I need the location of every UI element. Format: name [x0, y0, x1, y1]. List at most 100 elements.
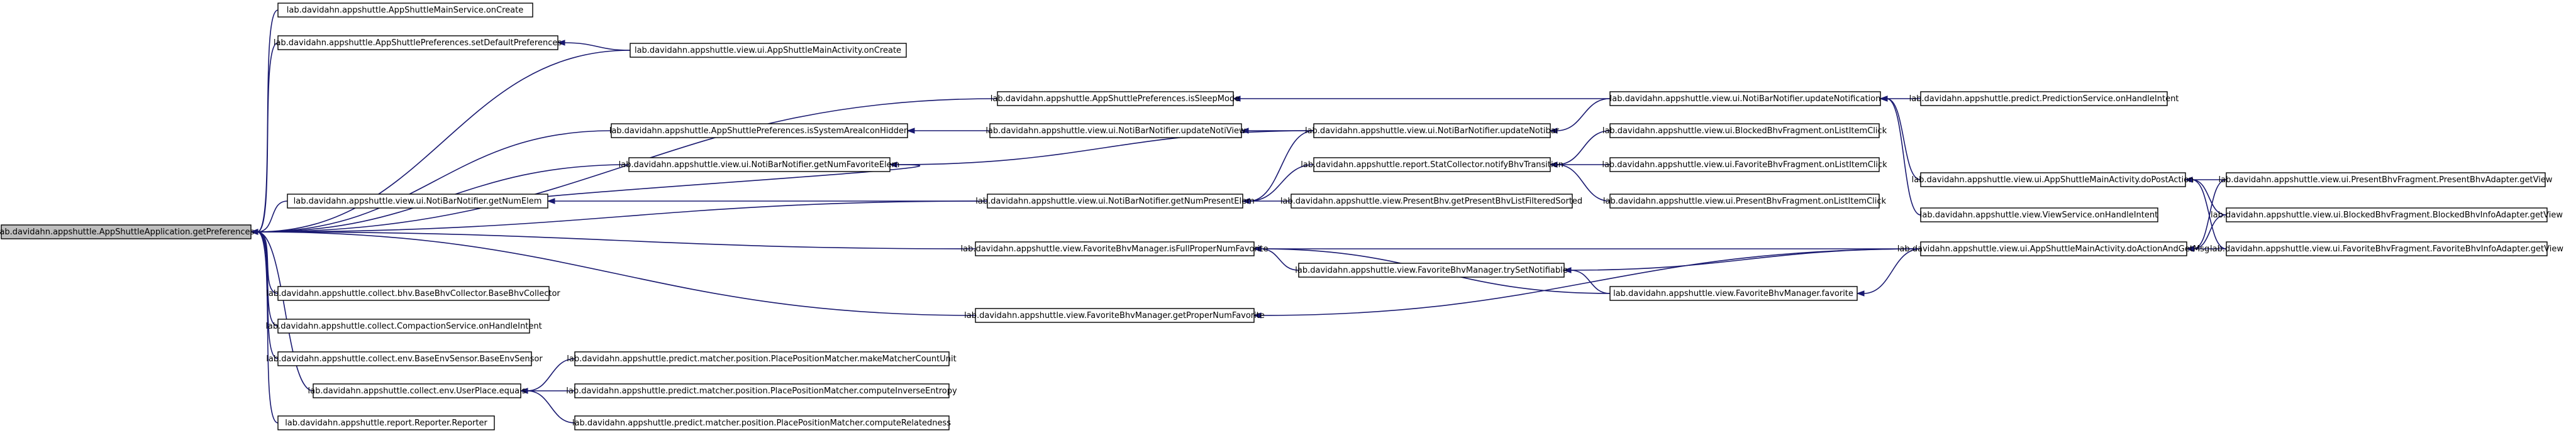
arrowhead [1253, 246, 1262, 252]
node-root[interactable]: lab.davidahn.appshuttle.AppShuttleApplic… [0, 224, 254, 239]
edge-line [257, 231, 314, 391]
arrowhead [1232, 96, 1241, 102]
node-fbm-getproper[interactable]: lab.davidahn.appshuttle.view.FavoriteBhv… [964, 308, 1265, 323]
call-edge [1253, 246, 1299, 271]
node-prediction-onhandle[interactable]: lab.davidahn.appshuttle.predict.Predicti… [1909, 91, 2179, 106]
arrowhead [2185, 246, 2194, 252]
node-pref-issleep[interactable]: lab.davidahn.appshuttle.AppShuttlePrefer… [991, 91, 1240, 106]
call-edge [250, 130, 612, 235]
call-edge [2185, 246, 2227, 252]
arrowhead [1253, 312, 1262, 319]
node-ppm-entropy[interactable]: lab.davidahn.appshuttle.predict.matcher.… [566, 383, 957, 398]
node-label: lab.davidahn.appshuttle.view.ui.NotiBarN… [1610, 94, 1881, 104]
node-userplace-equals[interactable]: lab.davidahn.appshuttle.collect.env.User… [308, 383, 526, 398]
arrowhead [1563, 267, 1572, 273]
edge-line [564, 42, 631, 51]
call-edge [250, 42, 279, 235]
edge-line [1248, 164, 1314, 202]
arrowhead [2184, 177, 2193, 183]
arrowhead [1879, 96, 1888, 102]
arrowhead [1241, 198, 1250, 204]
node-label: lab.davidahn.appshuttle.view.FavoriteBhv… [1295, 266, 1567, 275]
node-main-oncreate[interactable]: lab.davidahn.appshuttle.view.ui.AppShutt… [630, 43, 907, 58]
node-label: lab.davidahn.appshuttle.predict.matcher.… [566, 386, 957, 396]
node-view-onhandle[interactable]: lab.davidahn.appshuttle.view.ViewService… [1920, 207, 2158, 222]
node-compaction[interactable]: lab.davidahn.appshuttle.collect.Compacti… [265, 319, 542, 334]
node-label: lab.davidahn.appshuttle.predict.Predicti… [1909, 94, 2179, 104]
arrowhead [1549, 128, 1558, 134]
edges-layer [250, 9, 2227, 424]
call-edge [250, 200, 288, 235]
call-edge [547, 198, 987, 204]
node-label: lab.davidahn.appshuttle.view.ui.BlockedB… [1602, 126, 1887, 136]
edge-line [1570, 248, 1921, 271]
node-label: lab.davidahn.appshuttle.predict.matcher.… [567, 354, 956, 364]
edge-line [1863, 248, 1921, 294]
call-edge [1241, 198, 1292, 204]
node-label: lab.davidahn.appshuttle.view.ui.NotiBarN… [1305, 126, 1560, 136]
node-main-doaction[interactable]: lab.davidahn.appshuttle.view.ui.AppShutt… [1897, 241, 2209, 256]
node-pref-setdefault[interactable]: lab.davidahn.appshuttle.AppShuttlePrefer… [274, 35, 562, 50]
edge-line [257, 200, 988, 232]
node-stat-notify[interactable]: lab.davidahn.appshuttle.report.StatColle… [1301, 157, 1563, 172]
node-fbm-favorite[interactable]: lab.davidahn.appshuttle.view.FavoriteBhv… [1609, 286, 1858, 301]
call-edge [1253, 248, 1921, 319]
call-edge [250, 229, 279, 424]
node-collect-bhv[interactable]: lab.davidahn.appshuttle.collect.bhv.Base… [266, 286, 560, 301]
node-label: lab.davidahn.appshuttle.view.FavoriteBhv… [961, 244, 1269, 254]
edge-line [257, 50, 631, 232]
node-label: lab.davidahn.appshuttle.view.ui.NotiBarN… [985, 126, 1246, 136]
arrowhead [1856, 290, 1865, 297]
call-edge [250, 229, 976, 249]
node-label: lab.davidahn.appshuttle.report.Reporter.… [285, 418, 487, 428]
call-edge [1549, 161, 1611, 202]
node-label: lab.davidahn.appshuttle.view.ui.PresentB… [2218, 175, 2552, 185]
node-blocked-adapter[interactable]: lab.davidahn.appshuttle.view.ui.BlockedB… [2211, 207, 2563, 222]
node-label: lab.davidahn.appshuttle.view.ui.AppShutt… [635, 46, 901, 55]
node-nb-getnumpresent[interactable]: lab.davidahn.appshuttle.view.ui.NotiBarN… [975, 194, 1255, 209]
node-svc-oncreate[interactable]: lab.davidahn.appshuttle.AppShuttleMainSe… [277, 3, 533, 18]
nodes-layer: lab.davidahn.appshuttle.AppShuttleApplic… [0, 3, 2563, 430]
node-label: lab.davidahn.appshuttle.view.ui.NotiBarN… [975, 197, 1255, 206]
node-env-sensor[interactable]: lab.davidahn.appshuttle.collect.env.Base… [266, 351, 543, 366]
node-fav-onlist[interactable]: lab.davidahn.appshuttle.view.ui.Favorite… [1602, 157, 1887, 172]
node-present-adapter[interactable]: lab.davidahn.appshuttle.view.ui.PresentB… [2218, 172, 2553, 187]
edge-line [1886, 98, 1921, 216]
node-present-onlist[interactable]: lab.davidahn.appshuttle.view.ui.PresentB… [1603, 194, 1887, 209]
edge-line [1248, 130, 1314, 202]
node-label: lab.davidahn.appshuttle.collect.env.User… [308, 386, 526, 396]
node-label: lab.davidahn.appshuttle.report.StatColle… [1301, 160, 1563, 170]
call-edge [1253, 246, 1921, 252]
node-ppm-make[interactable]: lab.davidahn.appshuttle.predict.matcher.… [567, 351, 957, 366]
call-edge [1879, 96, 1921, 216]
arrowhead [906, 128, 915, 134]
node-label: lab.davidahn.appshuttle.view.ui.Favorite… [1602, 160, 1887, 170]
node-label: lab.davidahn.appshuttle.view.ui.NotiBarN… [294, 197, 542, 206]
node-nb-getnumelem[interactable]: lab.davidahn.appshuttle.view.ui.NotiBarN… [287, 194, 548, 209]
edge-line [257, 42, 279, 232]
node-nb-updatenotiview[interactable]: lab.davidahn.appshuttle.view.ui.NotiBarN… [985, 123, 1246, 138]
node-label: lab.davidahn.appshuttle.view.ui.BlockedB… [2211, 211, 2563, 220]
node-present-getlist[interactable]: lab.davidahn.appshuttle.view.PresentBhv.… [1280, 194, 1582, 209]
node-reporter[interactable]: lab.davidahn.appshuttle.report.Reporter.… [277, 415, 495, 430]
edge-line [526, 390, 575, 424]
node-fbm-isfull[interactable]: lab.davidahn.appshuttle.view.FavoriteBhv… [961, 241, 1269, 256]
call-edge [1549, 98, 1611, 134]
edge-line [2192, 214, 2227, 249]
call-edge [2184, 177, 2227, 249]
node-fbm-tryset[interactable]: lab.davidahn.appshuttle.view.FavoriteBhv… [1295, 263, 1568, 278]
node-nb-updatenotification[interactable]: lab.davidahn.appshuttle.view.ui.NotiBarN… [1609, 91, 1881, 106]
edge-line [526, 358, 575, 391]
node-nb-getnumfav[interactable]: lab.davidahn.appshuttle.view.ui.NotiBarN… [619, 157, 900, 172]
node-ppm-relatedness[interactable]: lab.davidahn.appshuttle.predict.matcher.… [572, 415, 951, 430]
node-nb-updatenotibar[interactable]: lab.davidahn.appshuttle.view.ui.NotiBarN… [1305, 123, 1560, 138]
node-label: lab.davidahn.appshuttle.view.PresentBhv.… [1280, 197, 1582, 206]
node-pref-issyshidden[interactable]: lab.davidahn.appshuttle.AppShuttlePrefer… [609, 123, 909, 138]
arrowhead [1549, 161, 1558, 168]
edge-line [1556, 130, 1611, 165]
node-label: lab.davidahn.appshuttle.collect.env.Base… [266, 354, 543, 364]
edge-line [257, 231, 279, 424]
node-blocked-onlist[interactable]: lab.davidahn.appshuttle.view.ui.BlockedB… [1602, 123, 1887, 138]
node-fav-adapter[interactable]: lab.davidahn.appshuttle.view.ui.Favorite… [2210, 241, 2563, 256]
node-main-dopost[interactable]: lab.davidahn.appshuttle.view.ui.AppShutt… [1912, 172, 2194, 187]
